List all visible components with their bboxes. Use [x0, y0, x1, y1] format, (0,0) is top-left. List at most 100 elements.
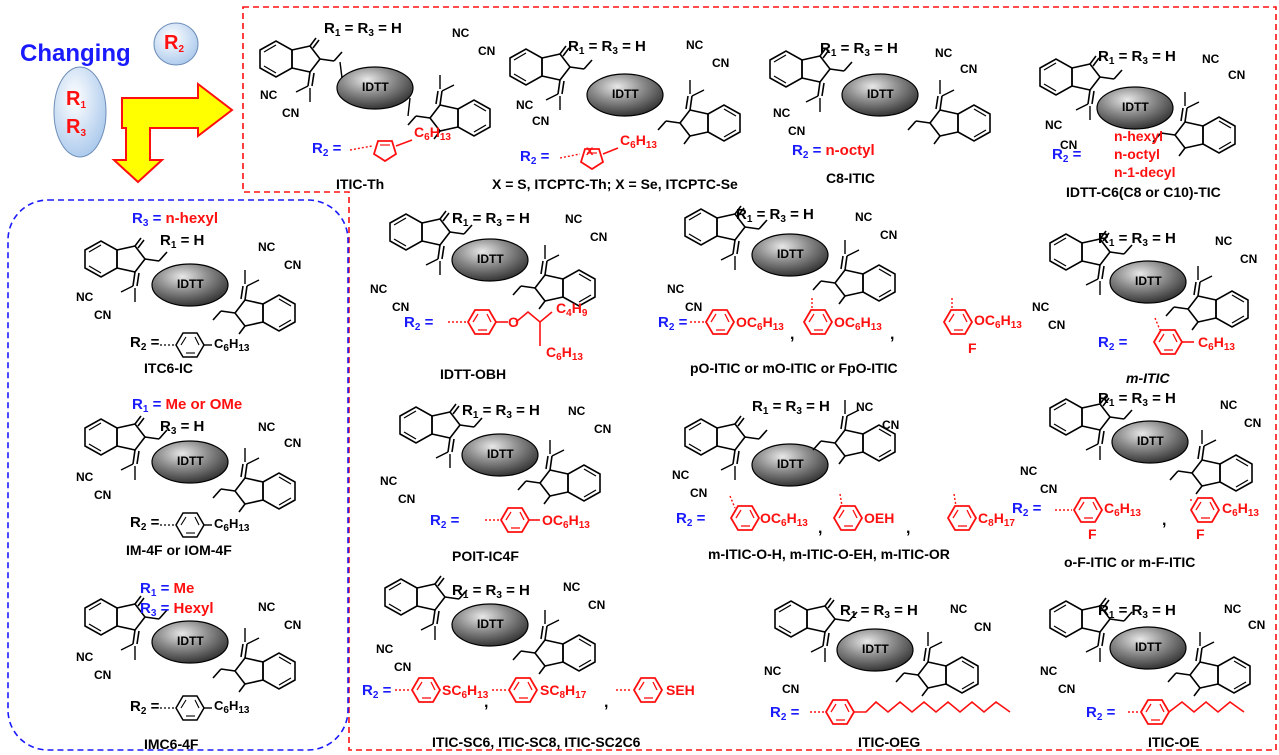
nc-label: NC — [1045, 118, 1063, 132]
r2-eq: R2 = — [1012, 500, 1042, 519]
r2-value: OEH — [864, 510, 895, 526]
nc-label: NC — [773, 106, 791, 120]
r2-bubble-label: R2 — [164, 32, 185, 55]
cn-label: CN — [690, 486, 708, 500]
core-label: IDTT — [777, 457, 804, 471]
nc-label: NC — [1040, 664, 1058, 678]
fluorine-label: F — [1088, 526, 1097, 542]
r2-eq: R2 = — [1098, 334, 1128, 353]
cond-label: R1 = R3 = H — [452, 210, 530, 229]
nc-label: NC — [1215, 234, 1233, 248]
r2-ether: O — [508, 314, 519, 330]
molecule-im-4f — [84, 415, 296, 538]
cn-label: CN — [1058, 682, 1076, 696]
cn-label: CN — [394, 660, 412, 674]
molecule-itcptc — [509, 45, 741, 170]
core-label: IDTT — [477, 252, 504, 266]
r2-eq: R2 = — [130, 698, 160, 717]
r2-value: C6H13 — [214, 336, 250, 354]
cond-label: R1 = R3 = H — [1098, 230, 1176, 249]
nc-label: NC — [935, 46, 953, 60]
compound-name: m-ITIC-O-H, m-ITIC-O-EH, m-ITIC-OR — [708, 546, 950, 562]
cond-label: R1 = R3 = H — [1098, 390, 1176, 409]
nc-label: NC — [380, 474, 398, 488]
fluorine-label: F — [1196, 526, 1205, 542]
compound-name: pO-ITIC or mO-ITIC or FpO-ITIC — [690, 360, 898, 376]
molecule-itic-oe — [1049, 597, 1251, 725]
cn-label: CN — [1040, 482, 1058, 496]
nc-label: NC — [376, 642, 394, 656]
cond-label: R1 = R3 = H — [752, 398, 830, 417]
comma: , — [1162, 512, 1167, 529]
cn-label: CN — [880, 228, 898, 242]
cn-label: CN — [1248, 618, 1266, 632]
core-label: IDTT — [1122, 100, 1149, 114]
nc-label: NC — [76, 470, 94, 484]
core-label: IDTT — [177, 454, 204, 468]
cond-label: R1 = R3 = H — [840, 602, 918, 621]
fluorine-label: F — [968, 340, 977, 356]
core-label: IDTT — [487, 447, 514, 461]
r2-value: OC6H13 — [542, 512, 590, 531]
r2-eq: R2 = — [676, 510, 706, 529]
molecule-m-itic — [1049, 230, 1249, 355]
compound-name: ITIC-Th — [336, 176, 385, 192]
cn-label: CN — [392, 300, 410, 314]
cond-label: R1 = R3 = H — [736, 206, 814, 225]
r2-value: C6H13 — [214, 698, 250, 716]
x-atom: X — [586, 146, 594, 158]
r2-value: C6H13 — [1198, 334, 1235, 353]
cond-label: R1 = R3 = H — [452, 582, 530, 601]
nc-label: NC — [452, 26, 470, 40]
nc-label: NC — [855, 210, 873, 224]
r2-value: C6H13 — [1222, 500, 1259, 519]
cn-label: CN — [284, 618, 302, 632]
r2-eq: R2 = — [130, 514, 160, 533]
r2-value: C4H9 — [556, 300, 588, 319]
nc-label: NC — [76, 290, 94, 304]
r2-line: n-octyl — [1114, 146, 1160, 162]
r2-value: SEH — [666, 682, 695, 698]
cn-label: CN — [782, 682, 800, 696]
nc-label: NC — [565, 212, 583, 226]
r2-value: OC6H13 — [760, 510, 808, 529]
r2-value: OC6H13 — [736, 314, 784, 333]
nc-label: NC — [260, 88, 278, 102]
r2-value: SC8H17 — [540, 682, 587, 701]
core-label: IDTT — [177, 634, 204, 648]
cn-label: CN — [94, 308, 112, 322]
cn-label: CN — [1048, 318, 1066, 332]
core-label: IDTT — [177, 277, 204, 291]
cond-label: R1 = R3 = H — [1098, 48, 1176, 67]
nc-label: NC — [258, 240, 276, 254]
r2-value: C6H13 — [1104, 500, 1141, 519]
nc-label: NC — [1202, 52, 1220, 66]
nc-label: NC — [258, 420, 276, 434]
molecule-imc6-4f — [84, 595, 296, 721]
r2-eq: R2 = — [1086, 704, 1116, 723]
compound-name: IM-4F or IOM-4F — [126, 542, 232, 558]
r2-eq: R2 = — [1052, 146, 1082, 165]
r1-label: R1 = Me or OMe — [132, 396, 243, 415]
cn-label: CN — [712, 56, 730, 70]
changing-label: Changing — [20, 40, 131, 67]
cond-label: R1 = R3 = H — [324, 20, 402, 39]
r3-label: R3 = H — [160, 418, 205, 437]
core-label: IDTT — [777, 247, 804, 261]
compound-name: POIT-IC4F — [452, 548, 519, 564]
compound-name: ITIC-OEG — [858, 734, 921, 750]
comma: , — [906, 520, 911, 537]
r2-value: OC6H13 — [834, 314, 882, 333]
cn-label: CN — [594, 422, 612, 436]
comma: , — [818, 520, 823, 537]
cn-label: CN — [588, 598, 606, 612]
r2-value: C6H13 — [414, 124, 451, 143]
r3-label: R3 = n-hexyl — [132, 210, 219, 229]
cn-label: CN — [590, 230, 608, 244]
cn-label: CN — [284, 436, 302, 450]
nc-label: NC — [764, 664, 782, 678]
cn-label: CN — [94, 668, 112, 682]
r1-label: R1 = Me — [140, 580, 195, 599]
nc-label: NC — [1220, 398, 1238, 412]
r2-eq: R2 = — [130, 334, 160, 353]
